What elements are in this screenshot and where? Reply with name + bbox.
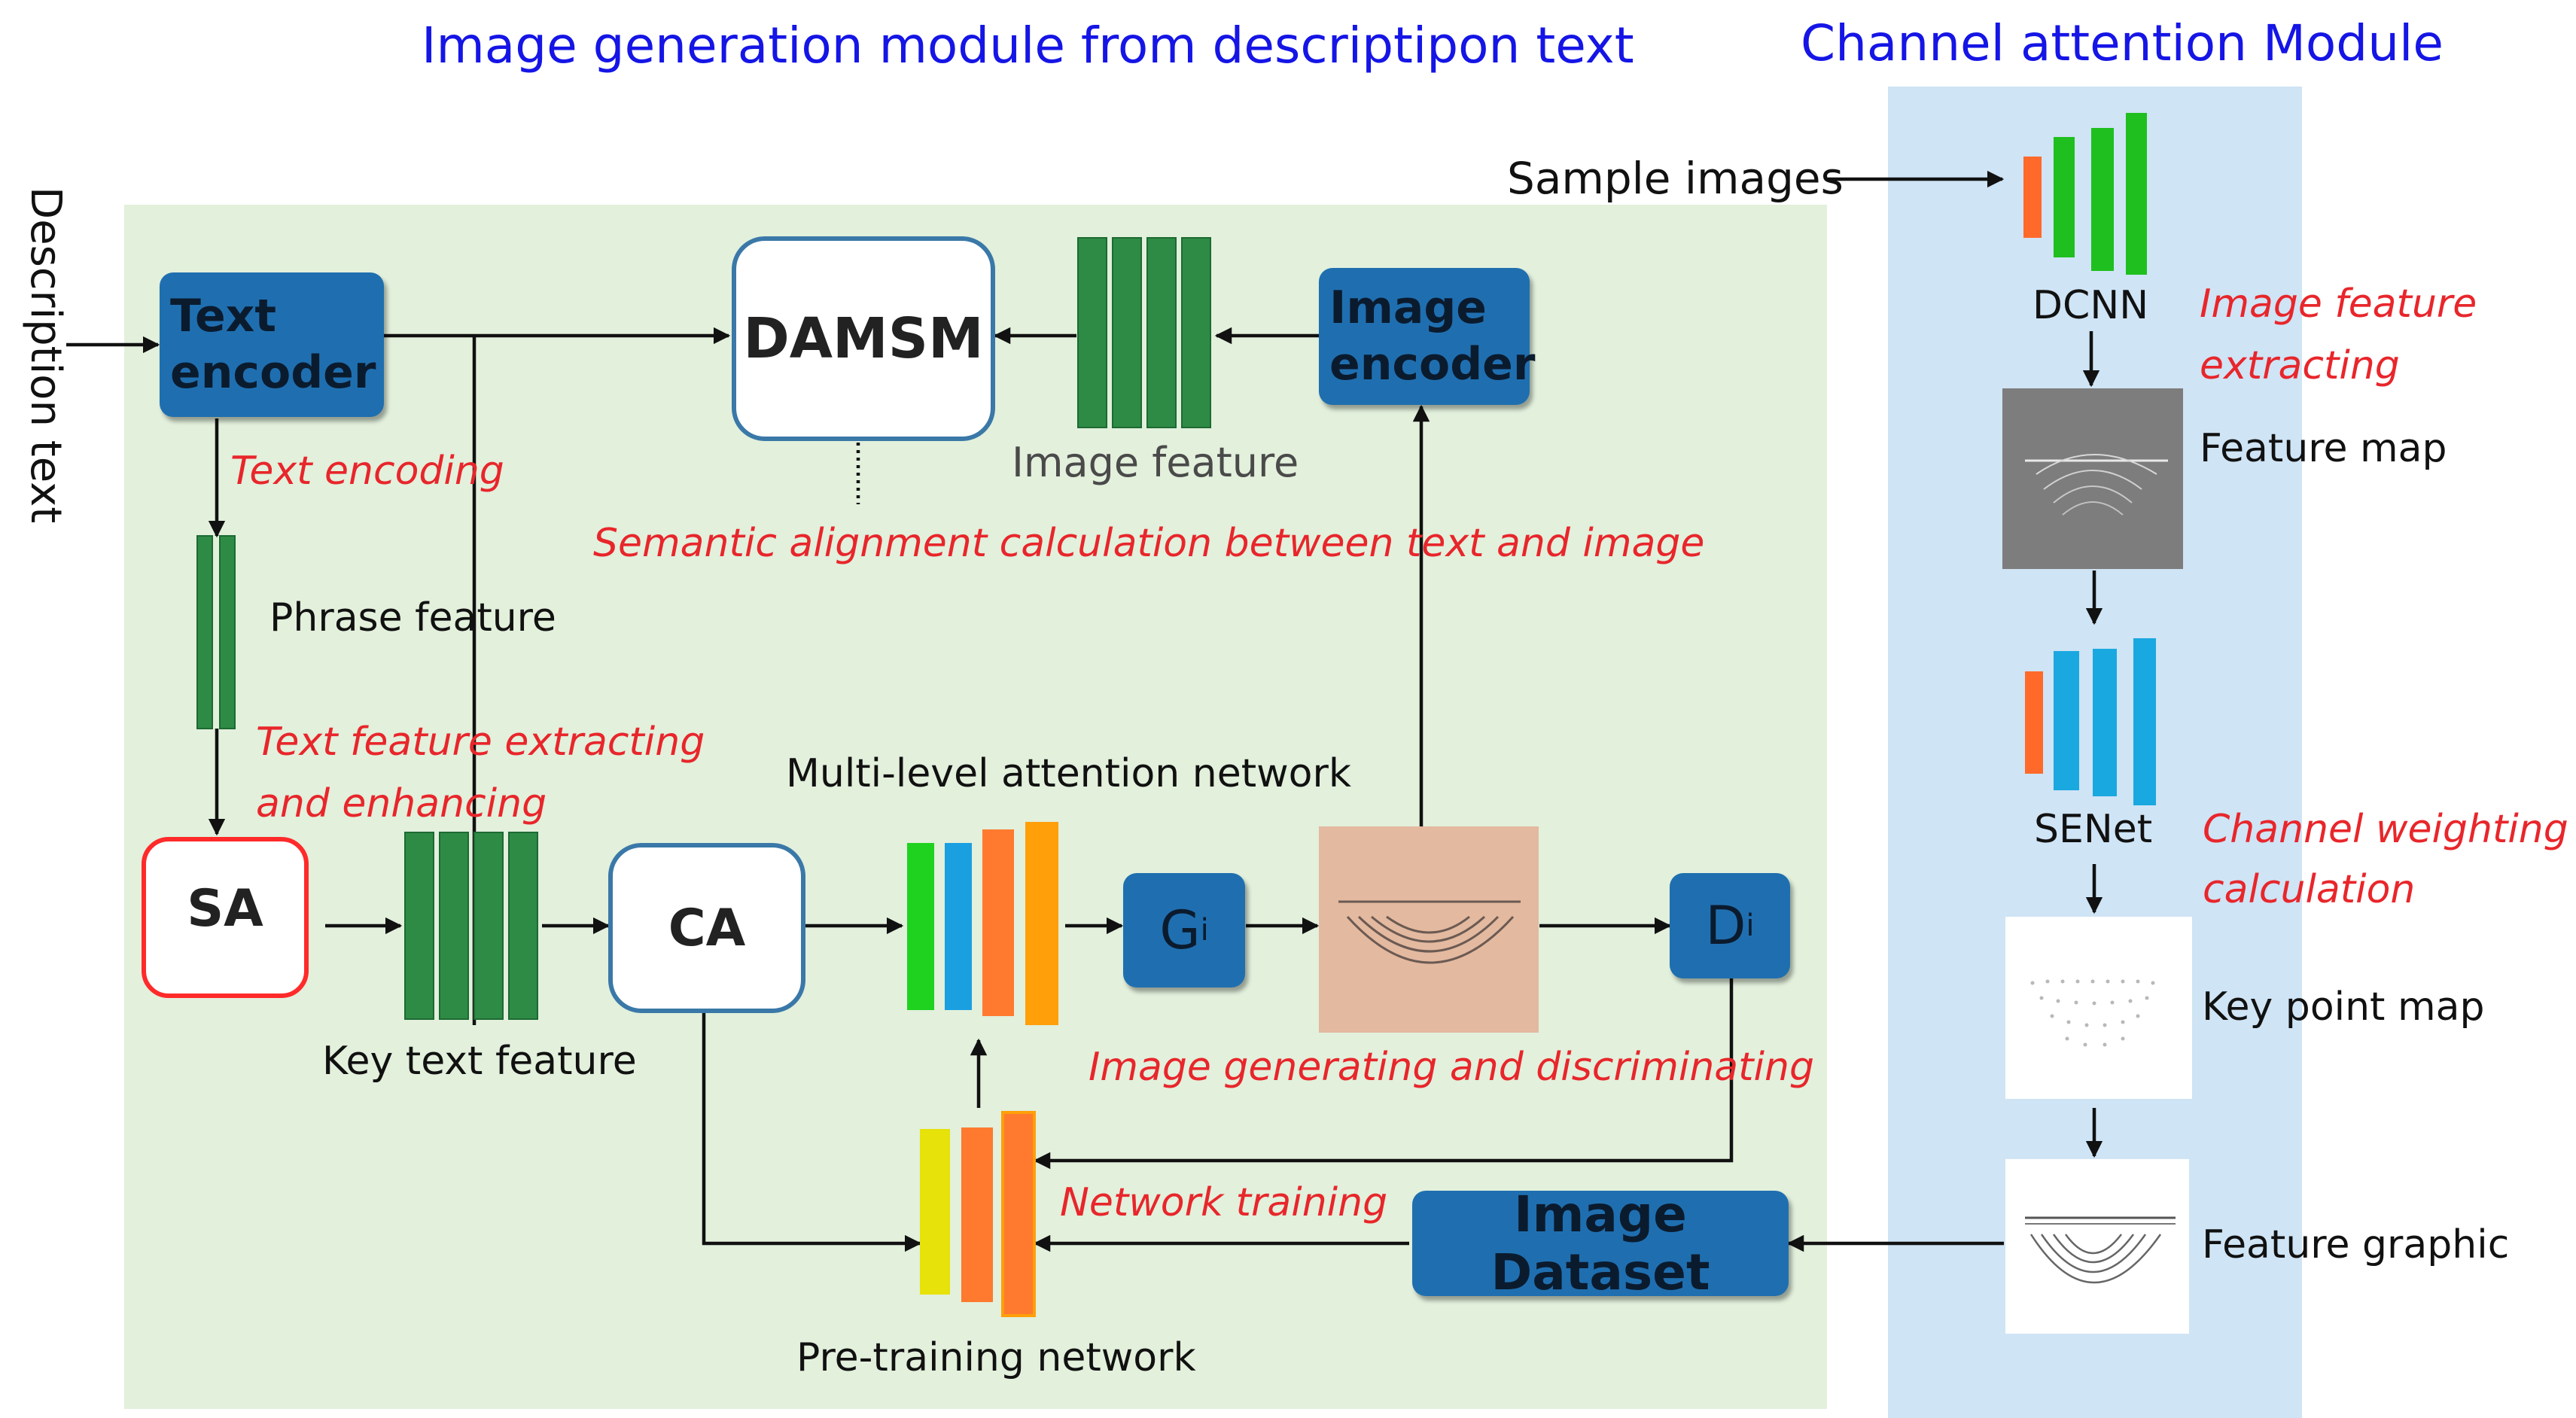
image-generating-annotation: Image generating and discriminating (1089, 1045, 1814, 1090)
sa-label: SA (187, 879, 263, 939)
feature-graphic-label: Feature graphic (2202, 1222, 2510, 1267)
image-feature-bars (1077, 237, 1211, 428)
generator-label: G (1159, 899, 1201, 961)
image-dataset-node: Image Dataset (1412, 1185, 1789, 1301)
multi-level-attention-label: Multi-level attention network (786, 751, 1351, 796)
text-encoder-line2: encoder (170, 346, 376, 399)
text-encoder-node: Text encoder (160, 272, 384, 417)
phrase-feature-label: Phrase feature (269, 595, 556, 641)
description-text-label: Description text (21, 187, 70, 524)
arrow-d-to-pretraining (1033, 977, 1734, 1170)
image-generation-title: Image generation module from descriptipo… (422, 17, 1634, 75)
pre-training-bars (920, 1111, 1036, 1317)
key-point-map-label: Key point map (2202, 984, 2485, 1030)
semantic-alignment-annotation: Semantic alignment calculation between t… (593, 521, 1705, 566)
network-training-annotation: Network training (1060, 1180, 1388, 1225)
text-encoding-annotation: Text encoding (230, 449, 504, 494)
key-point-map-image (2005, 917, 2192, 1099)
damsm-label: DAMSM (743, 306, 984, 371)
image-dataset-label: Image Dataset (1490, 1185, 1710, 1301)
senet-bars (2025, 638, 2156, 805)
feature-map-label: Feature map (2200, 426, 2447, 471)
sample-images-label: Sample images (1507, 153, 1844, 204)
senet-label: SENet (2034, 807, 2153, 852)
generator-subscript: i (1200, 913, 1209, 948)
image-feature-extracting-annotation-2: extracting (2200, 343, 2400, 388)
channel-weighting-annotation-2: calculation (2203, 867, 2416, 912)
ca-node: CA (608, 843, 805, 1013)
dcnn-label: DCNN (2032, 283, 2149, 328)
image-feature-label: Image feature (1012, 439, 1299, 486)
phrase-feature-bars (196, 535, 236, 729)
text-encoder-line1: Text (170, 290, 277, 342)
discriminator-label: D (1705, 895, 1746, 957)
key-text-feature-label: Key text feature (322, 1039, 637, 1084)
image-feature-extracting-annotation-1: Image feature (2200, 281, 2477, 327)
image-encoder-node: Image encoder (1319, 268, 1535, 405)
text-feature-extracting-annotation-2: and enhancing (256, 781, 547, 826)
channel-weighting-annotation-1: Channel weighting (2203, 807, 2568, 852)
sa-node: SA (142, 837, 309, 998)
feature-map-image (2002, 388, 2183, 569)
pre-training-label: Pre-training network (796, 1335, 1196, 1380)
damsm-node: DAMSM (732, 236, 995, 441)
text-feature-extracting-annotation-1: Text feature extracting (256, 720, 705, 765)
key-text-feature-bars (404, 832, 538, 1020)
arrow-ca-to-pretraining (702, 992, 922, 1252)
generated-image (1319, 826, 1539, 1033)
discriminator-subscript: i (1746, 908, 1755, 943)
image-encoder-line1: Image (1329, 281, 1487, 334)
channel-attention-title: Channel attention Module (1801, 14, 2444, 72)
image-encoder-line2: encoder (1329, 338, 1536, 391)
feature-graphic-image (2005, 1159, 2189, 1334)
multi-level-attention-bars (907, 822, 1058, 1025)
dcnn-bars (2023, 113, 2147, 275)
ca-label: CA (668, 898, 746, 958)
